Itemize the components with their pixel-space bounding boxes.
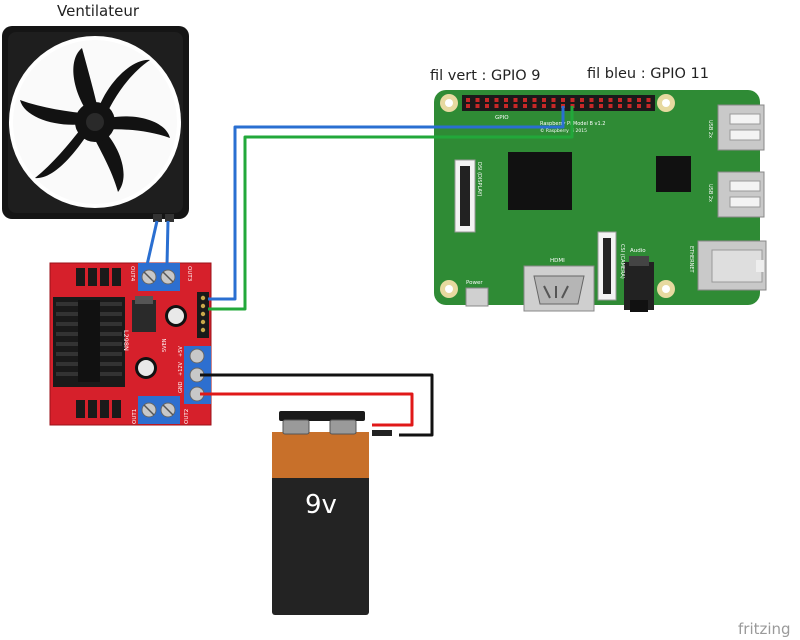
- l298n-chip: [78, 300, 100, 382]
- usb-port-2: [717, 171, 765, 218]
- gpio-pin: [589, 104, 594, 108]
- gpio-pin: [504, 98, 508, 102]
- battery-9v-icon: [272, 411, 392, 615]
- gpio-pin: [513, 98, 518, 102]
- fritzing-watermark: fritzing: [738, 620, 791, 638]
- csi-label: CSI (CAMERA): [619, 244, 625, 279]
- gpio-pin: [494, 98, 499, 102]
- gpio-pin: [580, 104, 584, 108]
- power-label: Power: [466, 280, 483, 286]
- v5-label: +5V: [178, 346, 184, 357]
- gpio-pin: [608, 98, 613, 102]
- gpio-pin: [627, 104, 632, 108]
- wires: [145, 106, 574, 437]
- gpio-pin: [475, 98, 480, 102]
- power-port: [465, 287, 489, 307]
- gpio-pin: [523, 98, 527, 102]
- hdmi-label: HDMI: [550, 258, 565, 264]
- gpio-pin: [561, 98, 565, 102]
- pi-copyright: © Raspberry Pi 2015: [540, 127, 587, 134]
- blue-wire-label: fil bleu : GPIO 11: [587, 66, 709, 82]
- terminal-out-bottom: [138, 396, 180, 424]
- fan-wire-right: [165, 220, 170, 266]
- battery-label: 9v: [305, 490, 337, 520]
- gpio-pin: [504, 104, 508, 108]
- out2-label: OUT2: [184, 409, 190, 424]
- gpio-pin: [618, 98, 622, 102]
- gpio-pin: [551, 104, 556, 108]
- gpio-pin: [513, 104, 518, 108]
- fan-label: Ventilateur: [57, 2, 140, 20]
- terminal-out-top: [138, 263, 180, 291]
- gpio-pin: [608, 104, 613, 108]
- fan-wire-left: [145, 220, 159, 266]
- gpio-pin: [637, 104, 641, 108]
- gpio-pin: [542, 98, 546, 102]
- l298n-driver-board: [49, 262, 212, 426]
- out3-label: OUT3: [186, 266, 192, 282]
- gpio-pin: [466, 98, 470, 102]
- gpio-pin: [542, 104, 546, 108]
- audio-jack: [624, 256, 654, 312]
- gpio-pin: [485, 104, 489, 108]
- gpio-pin: [637, 98, 641, 102]
- audio-label: Audio: [630, 248, 646, 254]
- en-label: 5VEN: [162, 338, 168, 352]
- usb1-label: USB 2x: [707, 120, 713, 138]
- dsi-label: DSI (DISPLAY): [476, 162, 482, 197]
- l298n-label: L298N: [122, 330, 130, 351]
- out1-label: OUT1: [132, 409, 138, 424]
- soc-chip: [508, 152, 572, 210]
- hdmi-port: [523, 265, 595, 312]
- gpio-pin: [627, 98, 632, 102]
- gpio-pin: [494, 104, 499, 108]
- green-wire-label: fil vert : GPIO 9: [430, 68, 541, 84]
- gpio-header: [462, 95, 655, 111]
- raspberry-pi-board: [434, 90, 767, 312]
- gpio-pin: [523, 104, 527, 108]
- green-wire-gpio9: [208, 106, 574, 311]
- gpio-label: GPIO: [495, 115, 509, 121]
- v12-label: +12V: [178, 361, 184, 376]
- gpio-pin: [551, 98, 556, 102]
- black-wire-gnd: [200, 373, 434, 437]
- gpio-pin: [646, 104, 651, 108]
- gpio-pin: [485, 98, 489, 102]
- gpio-pin: [599, 104, 603, 108]
- gpio-pin: [589, 98, 594, 102]
- usb-port-1: [717, 104, 765, 151]
- usb2-label: USB 2x: [707, 184, 713, 202]
- gpio-pin: [646, 98, 651, 102]
- gpio-pin: [532, 104, 537, 108]
- fan-icon: [2, 26, 189, 222]
- gpio-pin: [618, 104, 622, 108]
- gpio-pin: [580, 98, 584, 102]
- gpio-pin: [570, 98, 575, 102]
- gpio-pin: [475, 104, 480, 108]
- gpio-pin: [532, 98, 537, 102]
- ethernet-port: [697, 240, 767, 291]
- gpio-pin: [599, 98, 603, 102]
- blue-wire-gpio11: [208, 106, 565, 301]
- gpio-pin: [466, 104, 470, 108]
- out4-label: OUT4: [129, 266, 135, 282]
- gnd-label: GND: [178, 381, 184, 393]
- red-wire-12v: [200, 392, 414, 427]
- usb-chip: [656, 156, 691, 192]
- ethernet-label: ETHERNET: [688, 246, 694, 274]
